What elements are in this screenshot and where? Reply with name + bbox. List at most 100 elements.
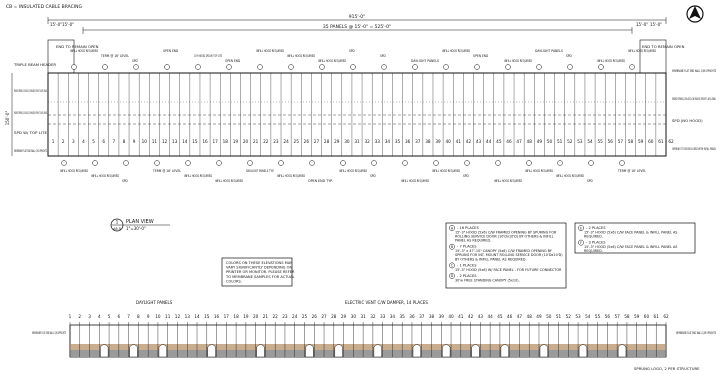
plan-bay-label: 59: [638, 139, 644, 144]
plan-bay-label: 51: [557, 139, 563, 144]
plan-bay-label: 62: [668, 139, 674, 144]
elevation-bay-label: 10: [155, 314, 161, 319]
plan-bay-label: 44: [486, 139, 492, 144]
callout-marker: [257, 64, 263, 70]
elevation-bay-label: 14: [194, 314, 200, 319]
callout-marker: [164, 64, 170, 70]
legend-tag: E: [580, 226, 582, 230]
end-dim-left-1: 15'-0": [50, 22, 62, 27]
right-note-4: OPENING TO BE ENCLOSED WITH INFILL PANEL: [672, 146, 716, 151]
plan-bottom-label: INFILL HOOD REQUIRED: [60, 169, 88, 173]
legend-text: REQUIRED.: [584, 235, 603, 239]
callout-marker: [309, 160, 315, 166]
plan-bay-label: 8: [123, 139, 126, 144]
left-note-1: TRIPLE BEAM HEADER: [13, 62, 56, 67]
elevation-bay-label: 46: [507, 314, 513, 319]
elevation-bay-label: 8: [137, 314, 140, 319]
elevation-hood: [129, 344, 138, 358]
plan-bay-label: 22: [263, 139, 269, 144]
elevation-bay-label: 49: [536, 314, 542, 319]
legend-title: - 1 PLACES: [457, 263, 477, 267]
elevation-hood: [412, 344, 422, 358]
elevation-bay-label: 35: [400, 314, 406, 319]
elevation-bay-label: 56: [605, 314, 611, 319]
plan-bay-label: 47: [516, 139, 522, 144]
plan-bay-label: 57: [618, 139, 624, 144]
elevation-bay-label: 18: [233, 314, 239, 319]
plan-bay-label: 20: [243, 139, 249, 144]
plan-bay-label: 13: [172, 139, 178, 144]
callout-marker: [588, 160, 594, 166]
elevation-hood: [539, 344, 549, 358]
plan-bay-label: 6: [102, 139, 105, 144]
elevation-bay-label: 50: [546, 314, 552, 319]
plan-top-label: INFILL HOOD REQUIRED: [70, 49, 98, 53]
plan-bay-label: 25: [294, 139, 300, 144]
plan-top-label: OPEN END: [163, 49, 178, 53]
overall-dim-text: 915'-0": [349, 14, 365, 20]
elevation-bay-label: 51: [556, 314, 562, 319]
elevation: DAYLIGHT PANELS ELECTRIC VENT C/W DAMPER…: [32, 300, 716, 371]
legend-tag-marker: [449, 273, 455, 279]
legend-text: 15'-3" HOOD (5x6) C/W FRAMED OPENING BY …: [455, 230, 557, 234]
legend-tag: B: [451, 245, 453, 249]
panels-dimension: 35 PANELS @ 15'-0" = 525'-0": [82, 24, 633, 34]
plan-bay-label: 18: [223, 139, 229, 144]
plan-bay-label: 11: [152, 139, 158, 144]
elevation-bay-label: 52: [566, 314, 572, 319]
colors-note-line: VARY SIGNIFICANTLY DEPENDING ON: [226, 266, 292, 270]
legend-tag: A: [451, 226, 454, 230]
north-arrow-icon: [686, 5, 704, 23]
elevation-bay-label: 11: [165, 314, 171, 319]
plan-top-label: SPD: [566, 54, 572, 58]
elevation-bay-label: 26: [312, 314, 318, 319]
plan-bay-label: 33: [375, 139, 381, 144]
view-scale: 1"=30'-0": [126, 226, 146, 231]
plan-bay-label: 34: [385, 139, 391, 144]
elevation-bay-label: 48: [527, 314, 533, 319]
plan-bottom-label: OPEN END TYP.: [308, 179, 333, 183]
elevation-bay-label: 22: [273, 314, 279, 319]
plan-bottom-label: SPD: [122, 179, 128, 183]
plan-top-label: INFILL HOOD REQUIRED: [318, 59, 346, 63]
plan-bay-label: 50: [547, 139, 553, 144]
legend-tag-marker: [449, 225, 455, 231]
plan-bay-label: 46: [506, 139, 512, 144]
plan-bay-label: 1: [52, 139, 55, 144]
elevation-bay-label: 57: [614, 314, 620, 319]
plan-bay-label: 45: [496, 139, 502, 144]
plan-bay-label: 56: [608, 139, 614, 144]
plan-bay-label: 37: [415, 139, 421, 144]
plan-bottom-label: INFILL HOOD REQUIRED: [215, 179, 243, 183]
elevation-hood: [471, 344, 480, 358]
end-dim-right-1: 15'-0": [636, 22, 648, 27]
elevation-bay-label: 23: [282, 314, 288, 319]
plan-top-label: DAYLIGHT PANELS: [535, 49, 564, 53]
elevation-bay-label: 59: [634, 314, 640, 319]
plan-bay-label: 3: [72, 139, 75, 144]
callout-marker: [371, 160, 377, 166]
plan-bottom-label: INFILL HOOD REQUIRED: [525, 169, 553, 173]
callout-marker: [350, 64, 356, 70]
plan-bottom-label: INFILL HOOD REQUIRED: [91, 174, 119, 178]
elevation-bay-label: 60: [644, 314, 650, 319]
plan-bottom-label: SPD: [587, 179, 593, 183]
legend-tag-marker: [578, 239, 584, 246]
view-title: PLAN VIEW: [126, 219, 154, 225]
left-note-2: FRAMED OPENING (10'Dx10'D) C/W HEADER, U…: [14, 88, 47, 93]
legend-title: - 2 PLACES: [586, 226, 606, 230]
legend-tag-marker: [578, 225, 584, 231]
elevation-bay-label: 61: [654, 314, 660, 319]
callout-marker: [433, 160, 439, 166]
callout-marker: [185, 160, 191, 166]
elevation-bay-label: 25: [302, 314, 308, 319]
elevation-bay-label: 6: [118, 314, 121, 319]
elevation-bay-label: 12: [175, 314, 181, 319]
